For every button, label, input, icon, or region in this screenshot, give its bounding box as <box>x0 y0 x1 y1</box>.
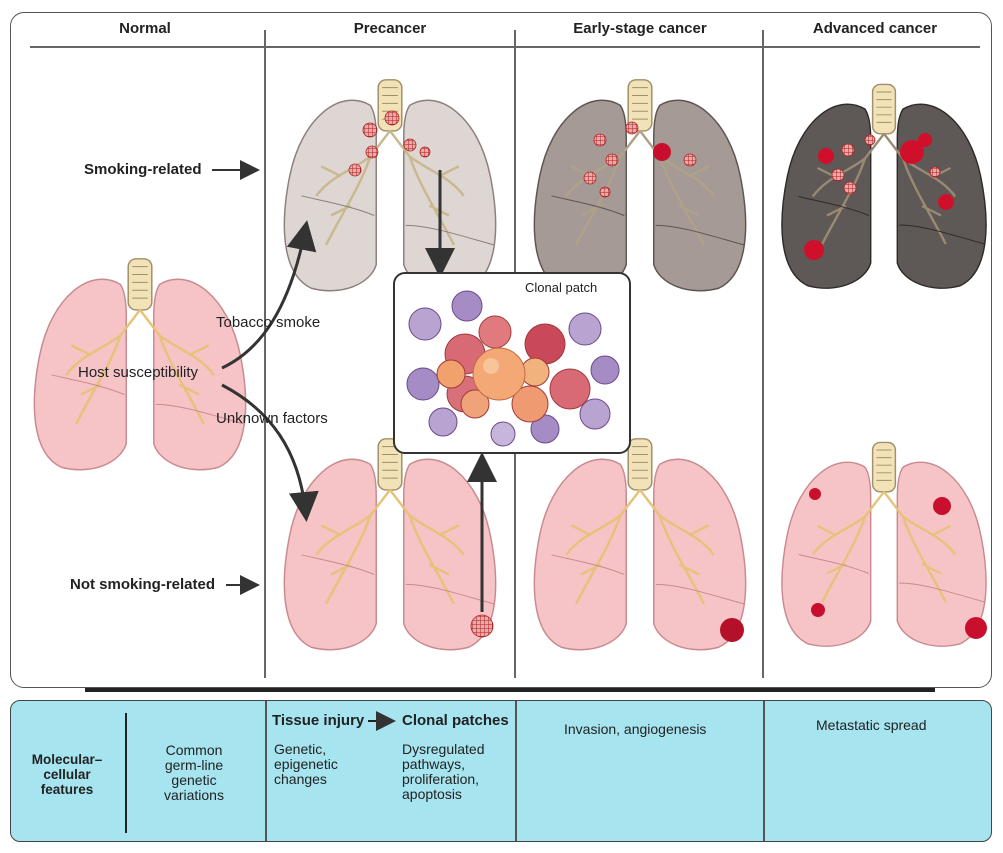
advanced-nonsmoking-lungs <box>782 442 986 646</box>
precancer-nonsmoking-lungs <box>284 439 495 650</box>
clonal-patches-heading: Clonal patches <box>402 712 509 729</box>
tobacco-smoke-label: Tobacco smoke <box>216 314 320 331</box>
features-genetic: Genetic, epigenetic changes <box>274 742 364 787</box>
features-label: Molecular–cellular features <box>26 752 108 797</box>
panel-divider <box>265 701 267 841</box>
unknown-factors-label: Unknown factors <box>216 410 328 427</box>
features-normal: Common germ-line genetic variations <box>146 743 242 803</box>
features-advanced: Metastatic spread <box>816 718 927 733</box>
features-early: Invasion, angiogenesis <box>564 722 706 737</box>
section-divider <box>85 688 935 692</box>
early-nonsmoking-lungs <box>534 439 745 650</box>
panel-divider <box>515 701 517 841</box>
row-label-smoking: Smoking-related <box>84 161 202 178</box>
early-smoking-lungs <box>534 80 745 291</box>
panel-left-rule <box>125 713 127 833</box>
features-dysregulated: Dysregulated pathways, proliferation, ap… <box>402 742 502 802</box>
cell-cluster <box>395 274 631 454</box>
tissue-injury-heading: Tissue injury <box>272 712 364 729</box>
host-susceptibility-label: Host susceptibility <box>78 364 198 381</box>
row-label-not-smoking: Not smoking-related <box>70 576 215 593</box>
panel-divider <box>763 701 765 841</box>
clonal-patch-inset: Clonal patch <box>393 272 631 454</box>
